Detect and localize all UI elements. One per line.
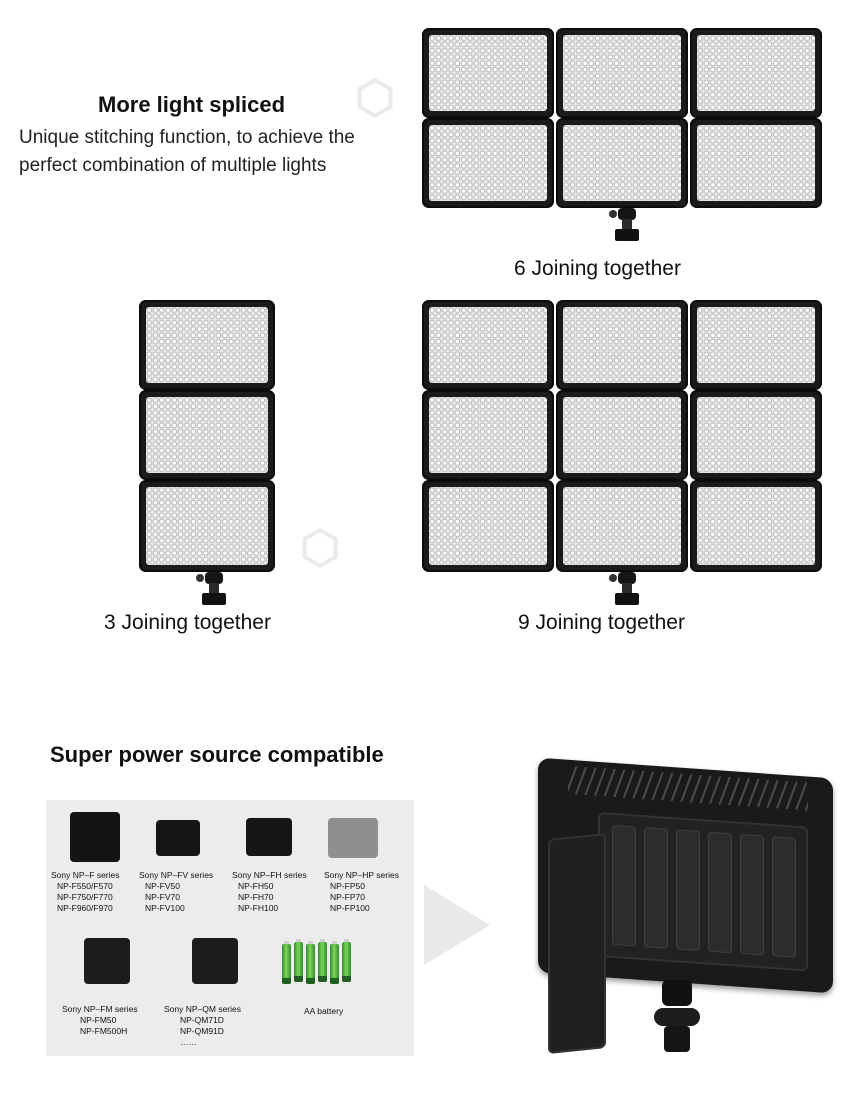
watermark-logo: ⬡ <box>300 521 351 573</box>
section-desc-line2: perfect combination of multiple lights <box>19 155 327 176</box>
led-panel <box>690 480 822 572</box>
battery-label-npf: Sony NP–F series NP-F550/F570 NP-F750/F7… <box>51 870 120 913</box>
hot-shoe-mount <box>196 572 228 606</box>
battery-label-npfh: Sony NP–FH series NP-FH50 NP-FH70 NP-FH1… <box>232 870 307 913</box>
hot-shoe-mount <box>609 572 641 606</box>
aa-cell <box>282 941 291 984</box>
aa-cell <box>330 941 339 984</box>
led-panel <box>139 390 275 480</box>
led-panel <box>422 28 554 118</box>
led-panel <box>422 390 554 480</box>
section-title-power: Super power source compatible <box>50 742 384 767</box>
led-panel <box>690 118 822 208</box>
battery-npf-image <box>70 812 120 862</box>
led-panel <box>556 480 688 572</box>
hot-shoe-mount <box>609 208 641 242</box>
caption-six: 6 Joining together <box>514 257 681 280</box>
caption-three: 3 Joining together <box>104 611 271 634</box>
watermark-logo: ⬡ <box>355 71 406 123</box>
battery-bay <box>598 811 808 972</box>
section-desc-line1: Unique stitching function, to achieve th… <box>19 127 355 148</box>
aa-battery-image <box>282 939 366 986</box>
battery-npfh-image <box>246 818 292 856</box>
battery-slot <box>676 829 700 952</box>
section-title-spliced: More light spliced <box>98 92 286 117</box>
battery-label-nphp: Sony NP–HP series NP-FP50 NP-FP70 NP-FP1… <box>324 870 399 913</box>
arrow-right-icon <box>424 885 490 965</box>
battery-slot <box>740 833 764 956</box>
led-panel <box>422 118 554 208</box>
aa-cell <box>294 939 303 982</box>
battery-label-npqm: Sony NP–QM series NP-QM71D NP-QM91D …… <box>164 1004 241 1047</box>
led-panel <box>690 390 822 480</box>
battery-npfm-image <box>84 938 130 984</box>
led-panel <box>690 28 822 118</box>
led-panel <box>139 480 275 572</box>
led-panel <box>556 390 688 480</box>
battery-label-npfm: Sony NP–FM series NP-FM50 NP-FM500H <box>62 1004 138 1036</box>
led-panel <box>422 480 554 572</box>
led-panel <box>556 28 688 118</box>
battery-door <box>548 832 606 1055</box>
led-panel <box>556 300 688 390</box>
battery-slot <box>708 831 732 954</box>
caption-nine: 9 Joining together <box>518 611 685 634</box>
battery-compat-box: Sony NP–F series NP-F550/F570 NP-F750/F7… <box>46 800 414 1056</box>
vent-grille <box>568 765 808 811</box>
battery-slot <box>612 824 636 947</box>
battery-slot <box>644 827 668 949</box>
hot-shoe-mount <box>654 980 700 1060</box>
battery-label-aa: AA battery <box>304 1006 344 1016</box>
aa-cell <box>342 939 351 982</box>
battery-npqm-image <box>192 938 238 984</box>
led-panel <box>139 300 275 390</box>
led-panel <box>690 300 822 390</box>
battery-slot <box>772 836 796 958</box>
led-panel <box>422 300 554 390</box>
battery-npfv-image <box>156 820 200 856</box>
aa-cell <box>306 941 315 984</box>
led-panel <box>556 118 688 208</box>
battery-nphp-image <box>328 818 378 858</box>
aa-cell <box>318 939 327 982</box>
battery-label-npfv: Sony NP–FV series NP-FV50 NP-FV70 NP-FV1… <box>139 870 214 913</box>
